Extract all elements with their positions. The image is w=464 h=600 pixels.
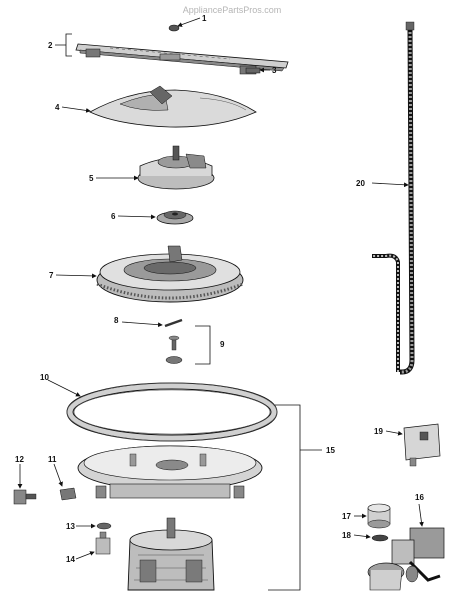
sump-base: [77, 445, 263, 499]
callout-1: 1: [202, 14, 207, 23]
callout-14: 14: [66, 555, 75, 564]
part-15-bracket: [268, 404, 322, 591]
callout-11: 11: [48, 455, 57, 464]
callout-5: 5: [89, 174, 94, 183]
pump-motor: [127, 517, 215, 591]
callout-18: 18: [342, 531, 351, 540]
callout-20: 20: [356, 179, 365, 188]
callout-2: 2: [48, 41, 53, 50]
callout-12: 12: [15, 455, 24, 464]
callout-15: 15: [326, 446, 335, 455]
watermark: AppliancePartsPros.com: [183, 5, 282, 15]
callout-13: 13: [66, 522, 75, 531]
callout-8: 8: [114, 316, 119, 325]
leader-lines: [17, 17, 424, 560]
callout-9: 9: [220, 340, 225, 349]
callout-7: 7: [49, 271, 54, 280]
callout-3: 3: [272, 66, 277, 75]
part-2-upper-spray-arm: [75, 43, 289, 75]
part-1-nut: [168, 24, 180, 32]
part-12-switch: [13, 489, 37, 505]
part-14-fitting: [95, 531, 111, 555]
part-20-hose: [372, 21, 415, 375]
part-6-impeller: [156, 210, 194, 225]
callout-19: 19: [374, 427, 383, 436]
part-16-drain-pump: [367, 527, 445, 591]
part-10-gasket: [66, 382, 278, 442]
part-3-clip: [245, 67, 261, 74]
callout-16: 16: [415, 493, 424, 502]
part-17-cap: [367, 503, 391, 529]
callout-4: 4: [55, 103, 60, 112]
part-8-pin: [164, 318, 183, 328]
part-5-pump-housing: [137, 145, 215, 190]
part-18-o-ring: [371, 534, 389, 542]
part-11-bracket: [59, 487, 77, 501]
callout-10: 10: [40, 373, 49, 382]
callout-labels: 1 2 3 4 5 6 7 8 9 10 11 12 13 14 15 16 1…: [15, 14, 424, 564]
part-13-seal: [96, 522, 112, 530]
part-4-deflector: [89, 85, 257, 128]
callout-6: 6: [111, 212, 116, 221]
part-9-stud-kit: [165, 325, 211, 365]
part-19-sensor: [403, 423, 441, 467]
part-7-filter-assembly: [96, 245, 244, 303]
callout-17: 17: [342, 512, 351, 521]
